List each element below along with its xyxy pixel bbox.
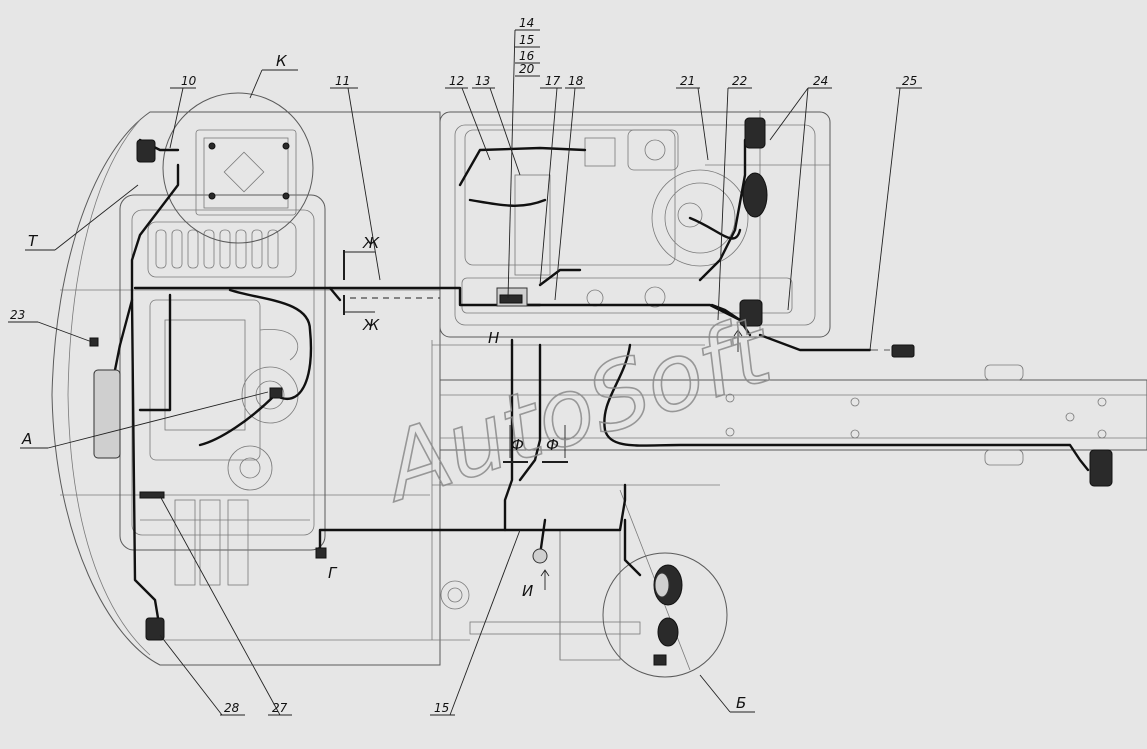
- detail-view-k-circle: [162, 92, 314, 244]
- leader-lines: [8, 29, 922, 716]
- view-label-t: Т: [28, 232, 39, 250]
- view-label-k: К: [276, 52, 288, 70]
- callout-numbers: 10 11 12 13 14 15 16 20 17 18 21 22 24 2…: [10, 16, 917, 715]
- rear-crosslines: [705, 110, 830, 330]
- callout-15-top: 15: [519, 33, 534, 47]
- steering-console: [461, 129, 793, 314]
- callout-22: 22: [732, 74, 747, 88]
- view-label-b: Б: [736, 694, 746, 712]
- section-f-left: Ф: [511, 436, 524, 454]
- radiator-grille: [147, 221, 297, 278]
- devices: [89, 117, 1113, 641]
- detail-view-b-circle: [602, 552, 728, 678]
- engine-block: [140, 299, 310, 586]
- callout-28: 28: [224, 701, 240, 715]
- callout-25: 25: [902, 74, 917, 88]
- view-letters: К Т А Б Г И Н Ж Ж Ф Ф: [21, 52, 746, 712]
- callout-10: 10: [181, 74, 197, 88]
- callout-14: 14: [519, 16, 534, 30]
- callout-20: 20: [519, 62, 535, 76]
- callout-23: 23: [10, 308, 25, 322]
- section-zh-bottom: Ж: [362, 316, 380, 334]
- view-label-n: Н: [488, 329, 499, 347]
- callout-13: 13: [475, 74, 490, 88]
- view-label-a: А: [21, 430, 32, 448]
- callout-11: 11: [335, 74, 350, 88]
- callout-12: 12: [449, 74, 464, 88]
- watermark: AutoSoft: [367, 296, 785, 523]
- section-markers: [343, 250, 743, 590]
- callout-15-bottom: 15: [434, 701, 449, 715]
- section-f-right: Ф: [546, 436, 559, 454]
- callout-18: 18: [568, 74, 584, 88]
- callout-27: 27: [272, 701, 288, 715]
- platform-floor: [431, 111, 831, 671]
- callout-16: 16: [519, 49, 535, 63]
- section-zh-top: Ж: [362, 234, 380, 252]
- view-label-i: И: [522, 582, 533, 600]
- view-label-g: Г: [328, 564, 338, 582]
- callout-24: 24: [813, 74, 828, 88]
- frame-rail: [439, 364, 1147, 466]
- callout-17: 17: [545, 74, 561, 88]
- callout-21: 21: [680, 74, 695, 88]
